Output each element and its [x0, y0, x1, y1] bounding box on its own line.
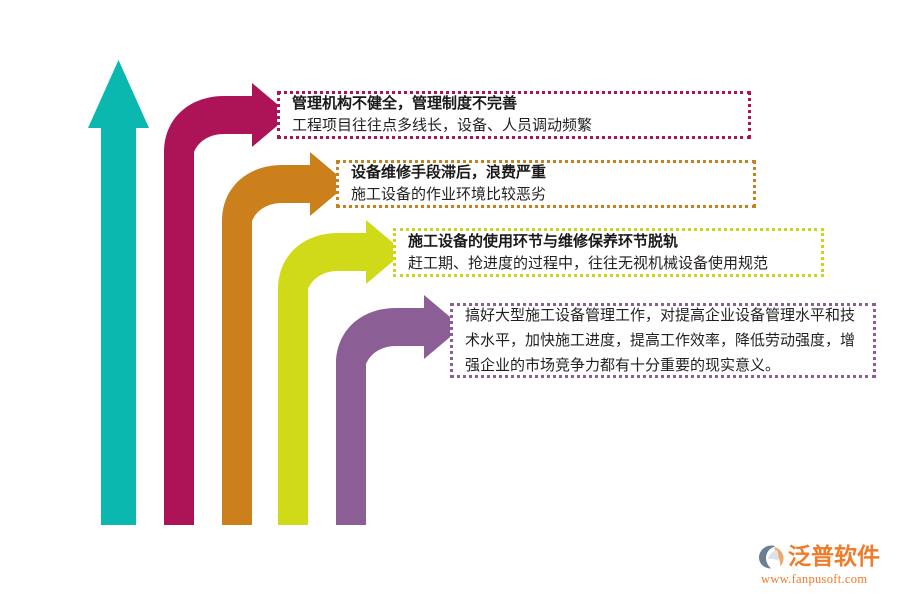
logo-row: 泛普软件 — [758, 542, 880, 572]
step-arrow-yellow — [278, 220, 404, 525]
callout-box-1: 管理机构不健全，管理制度不完善 工程项目往往点多线长，设备、人员调动频繁 — [277, 91, 751, 139]
callout-1-body: 工程项目往往点多线长，设备、人员调动频繁 — [292, 116, 593, 134]
step-arrow-orange — [222, 152, 348, 525]
company-logo: 泛普软件 www.fanpusoft.com — [758, 542, 893, 590]
logo-wordmark: 泛普软件 — [788, 544, 880, 570]
callout-box-4: 搞好大型施工设备管理工作，对提高企业设备管理水平和技术水平，加快施工进度，提高工… — [450, 303, 876, 378]
callout-3-body: 赶工期、抢进度的过程中，往往无视机械设备使用规范 — [408, 253, 769, 272]
callout-2-body: 施工设备的作业环境比较恶劣 — [351, 185, 547, 203]
logo-url: www.fanpusoft.com — [761, 572, 868, 586]
callout-3-title: 施工设备的使用环节与维修保养环节脱轨 — [408, 231, 679, 250]
callout-1-title: 管理机构不健全，管理制度不完善 — [292, 94, 518, 112]
callout-4-body: 搞好大型施工设备管理工作，对提高企业设备管理水平和技术水平，加快施工进度，提高工… — [465, 306, 856, 374]
step-arrow-purple — [336, 295, 462, 525]
callout-2-title: 设备维修手段滞后，浪费严重 — [351, 163, 547, 181]
callout-box-2: 设备维修手段滞后，浪费严重 施工设备的作业环境比较恶劣 — [336, 160, 756, 208]
growth-arrow-teal — [88, 60, 149, 525]
fanpu-swoosh-icon — [759, 545, 784, 569]
callout-box-3: 施工设备的使用环节与维修保养环节脱轨 赶工期、抢进度的过程中，往往无视机械设备使… — [393, 228, 824, 277]
step-arrow-magenta — [164, 83, 290, 525]
